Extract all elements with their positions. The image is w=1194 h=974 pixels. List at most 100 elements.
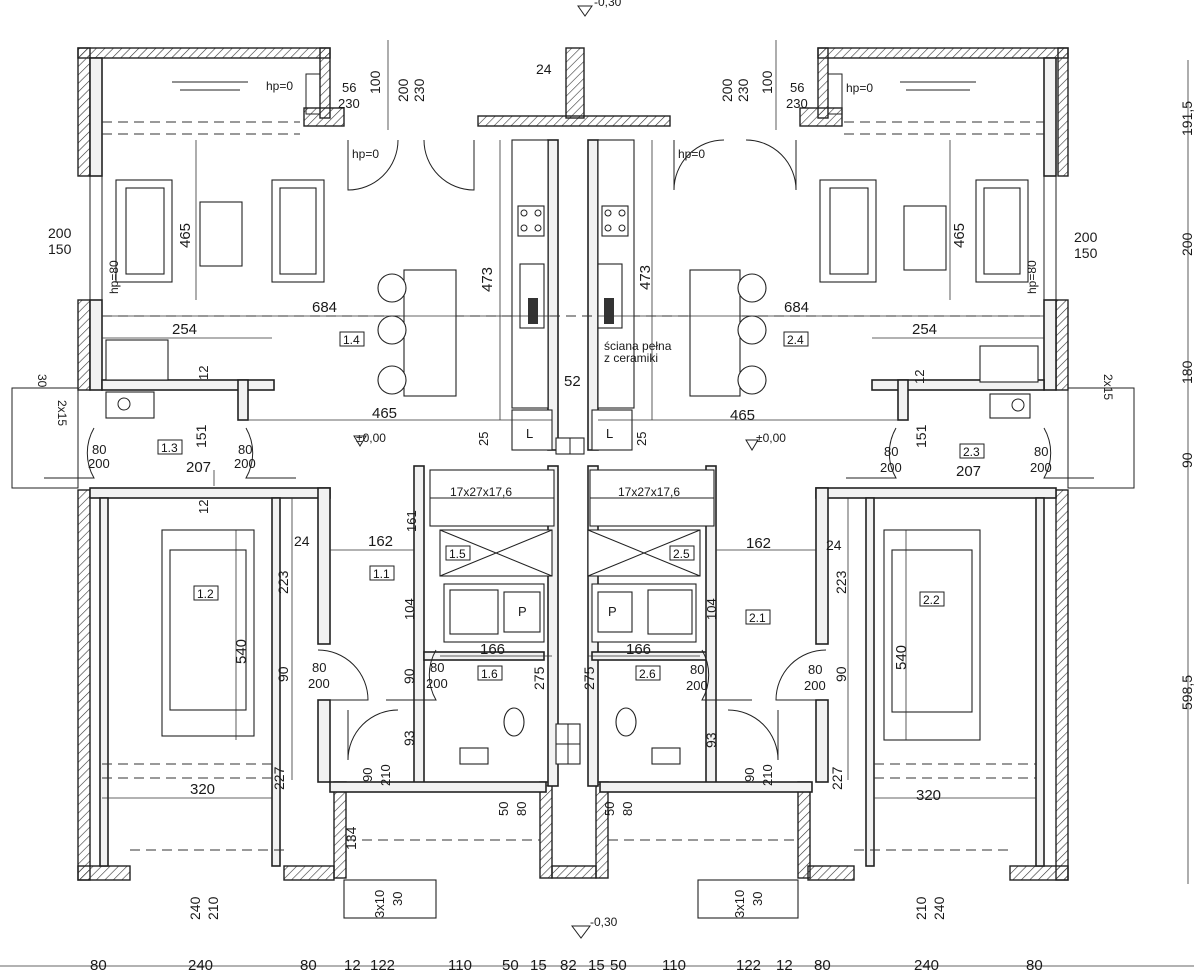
room-1-1: 1.1 bbox=[373, 567, 390, 581]
right-axis-1: 191,5 bbox=[1179, 101, 1194, 136]
room-2-2: 2.2 bbox=[923, 593, 940, 607]
dim-200-door-1: 200 bbox=[88, 456, 110, 471]
dim-80-left: 80 bbox=[514, 802, 529, 816]
dim-90-garage-right: 90 bbox=[833, 666, 849, 682]
dimension-lines bbox=[0, 40, 1194, 967]
dim-207-left: 207 bbox=[186, 459, 211, 476]
room-1-6: 1.6 bbox=[481, 667, 498, 681]
room-1-3: 1.3 bbox=[161, 441, 178, 455]
dim-2x15-right: 2x15 bbox=[1101, 374, 1115, 400]
dim-80-200-door-1: 80 bbox=[92, 442, 106, 457]
dim-104-left: 104 bbox=[402, 598, 417, 620]
dim-30-right: 30 bbox=[750, 892, 765, 906]
dim-230-right-vert: 230 bbox=[735, 78, 751, 102]
dim-320-left: 320 bbox=[190, 781, 215, 798]
dimension-labels: 24 56 230 56 230 465 465 473 473 684 684… bbox=[35, 61, 1115, 920]
dim-200-150-right-top: 200 bbox=[1074, 229, 1098, 245]
dim-210-left: 210 bbox=[205, 896, 221, 920]
bottom-axis-14: 12 bbox=[776, 957, 793, 974]
bottom-axis-11: 50 bbox=[610, 957, 627, 974]
room-2-6: 2.6 bbox=[639, 667, 656, 681]
note-line-1: ściana pełna bbox=[604, 339, 672, 353]
right-axis: 191,5 200 180 90 598,5 bbox=[1179, 101, 1194, 710]
dim-240-right: 240 bbox=[931, 896, 947, 920]
dim-223-left: 223 bbox=[275, 570, 291, 594]
dim-80-200-door-5: 80 bbox=[312, 660, 326, 675]
bottom-axis-4: 12 bbox=[344, 957, 361, 974]
dim-100-left: 100 bbox=[367, 70, 383, 94]
right-axis-4: 90 bbox=[1179, 452, 1194, 468]
dim-210-door-left: 210 bbox=[378, 764, 393, 786]
furniture bbox=[105, 81, 1039, 919]
dim-200-150-left-bot: 150 bbox=[48, 241, 72, 257]
doors bbox=[44, 139, 1094, 761]
bottom-axis-17: 80 bbox=[1026, 957, 1043, 974]
dim-465-right-horiz: 465 bbox=[730, 407, 755, 424]
fridge-left-label: L bbox=[526, 426, 533, 441]
dim-90-door-left: 90 bbox=[360, 768, 375, 782]
boiler-left-label: P bbox=[518, 604, 527, 619]
dim-684-right: 684 bbox=[784, 299, 809, 316]
dim-50-80-right: 50 bbox=[602, 802, 617, 816]
bottom-axis-16: 240 bbox=[914, 957, 939, 974]
side-boxes bbox=[11, 73, 1135, 489]
bottom-axis-6: 110 bbox=[448, 957, 472, 974]
dim-12-b: 12 bbox=[196, 500, 211, 514]
dim-100-right: 100 bbox=[759, 70, 775, 94]
dim-93-right: 93 bbox=[703, 732, 719, 748]
dim-166-right: 166 bbox=[626, 641, 651, 658]
dim-162-right: 162 bbox=[746, 535, 771, 552]
dim-200-door-6: 200 bbox=[804, 678, 826, 693]
dim-320-right: 320 bbox=[916, 787, 941, 804]
room-1-2: 1.2 bbox=[197, 587, 214, 601]
dim-275-right: 275 bbox=[581, 666, 597, 690]
right-axis-2: 200 bbox=[1179, 232, 1194, 256]
bottom-axis: 80 240 80 12 122 110 50 15 82 15 50 110 … bbox=[90, 957, 1043, 974]
room-1-5: 1.5 bbox=[449, 547, 466, 561]
hp0-left-top: hp=0 bbox=[266, 79, 293, 93]
dim-227-right: 227 bbox=[829, 766, 845, 790]
note-label: ściana pełna z ceramiki bbox=[604, 339, 672, 365]
dim-25-right: 25 bbox=[634, 432, 649, 446]
bottom-axis-12: 110 bbox=[662, 957, 686, 974]
dim-200-door-3: 200 bbox=[880, 460, 902, 475]
room-2-1: 2.1 bbox=[749, 611, 766, 625]
dim-207-right: 207 bbox=[956, 463, 981, 480]
dim-162-left: 162 bbox=[368, 533, 393, 550]
right-axis-3: 180 bbox=[1179, 360, 1194, 384]
dim-200-left-vert: 200 bbox=[395, 78, 411, 102]
stair-labels: 17x27x17,6 17x27x17,6 bbox=[450, 485, 680, 499]
hp0-right-door: hp=0 bbox=[678, 147, 705, 161]
dim-473-right: 473 bbox=[637, 265, 654, 290]
bottom-axis-5: 122 bbox=[370, 957, 395, 974]
dim-50-80-left: 50 bbox=[496, 802, 511, 816]
level-top: -0,30 bbox=[594, 0, 622, 9]
dim-151-left: 151 bbox=[193, 424, 209, 448]
dim-80-200-door-7: 80 bbox=[430, 660, 444, 675]
room-1-4: 1.4 bbox=[343, 333, 360, 347]
dim-151-right: 151 bbox=[913, 424, 929, 448]
hp80-left: hp=80 bbox=[107, 260, 121, 294]
dim-24-right: 24 bbox=[826, 537, 842, 553]
dim-25-left: 25 bbox=[476, 432, 491, 446]
dim-540-right: 540 bbox=[893, 645, 910, 670]
level-labels: -0,30 -0,30 ±0,00 ±0,00 bbox=[356, 0, 786, 929]
bottom-axis-9: 82 bbox=[560, 957, 577, 974]
dim-275-left: 275 bbox=[531, 666, 547, 690]
dim-12-c: 12 bbox=[912, 370, 927, 384]
dim-254-right: 254 bbox=[912, 321, 937, 338]
dim-80-200-door-8: 80 bbox=[690, 662, 704, 677]
bottom-axis-10: 15 bbox=[588, 957, 605, 974]
dim-30-left: 30 bbox=[390, 892, 405, 906]
room-2-5: 2.5 bbox=[673, 547, 690, 561]
dim-200-door-2: 200 bbox=[234, 456, 256, 471]
dim-210-door-right: 210 bbox=[760, 764, 775, 786]
dim-465-left-vert: 465 bbox=[177, 223, 194, 248]
dim-104-right: 104 bbox=[704, 598, 719, 620]
hp0-left-door: hp=0 bbox=[352, 147, 379, 161]
stairs-right-label: 17x27x17,6 bbox=[618, 485, 680, 499]
dim-3x10-left: 3x10 bbox=[372, 890, 387, 918]
fridge-right-label: L bbox=[606, 426, 613, 441]
level-floor-right: ±0,00 bbox=[756, 431, 786, 445]
